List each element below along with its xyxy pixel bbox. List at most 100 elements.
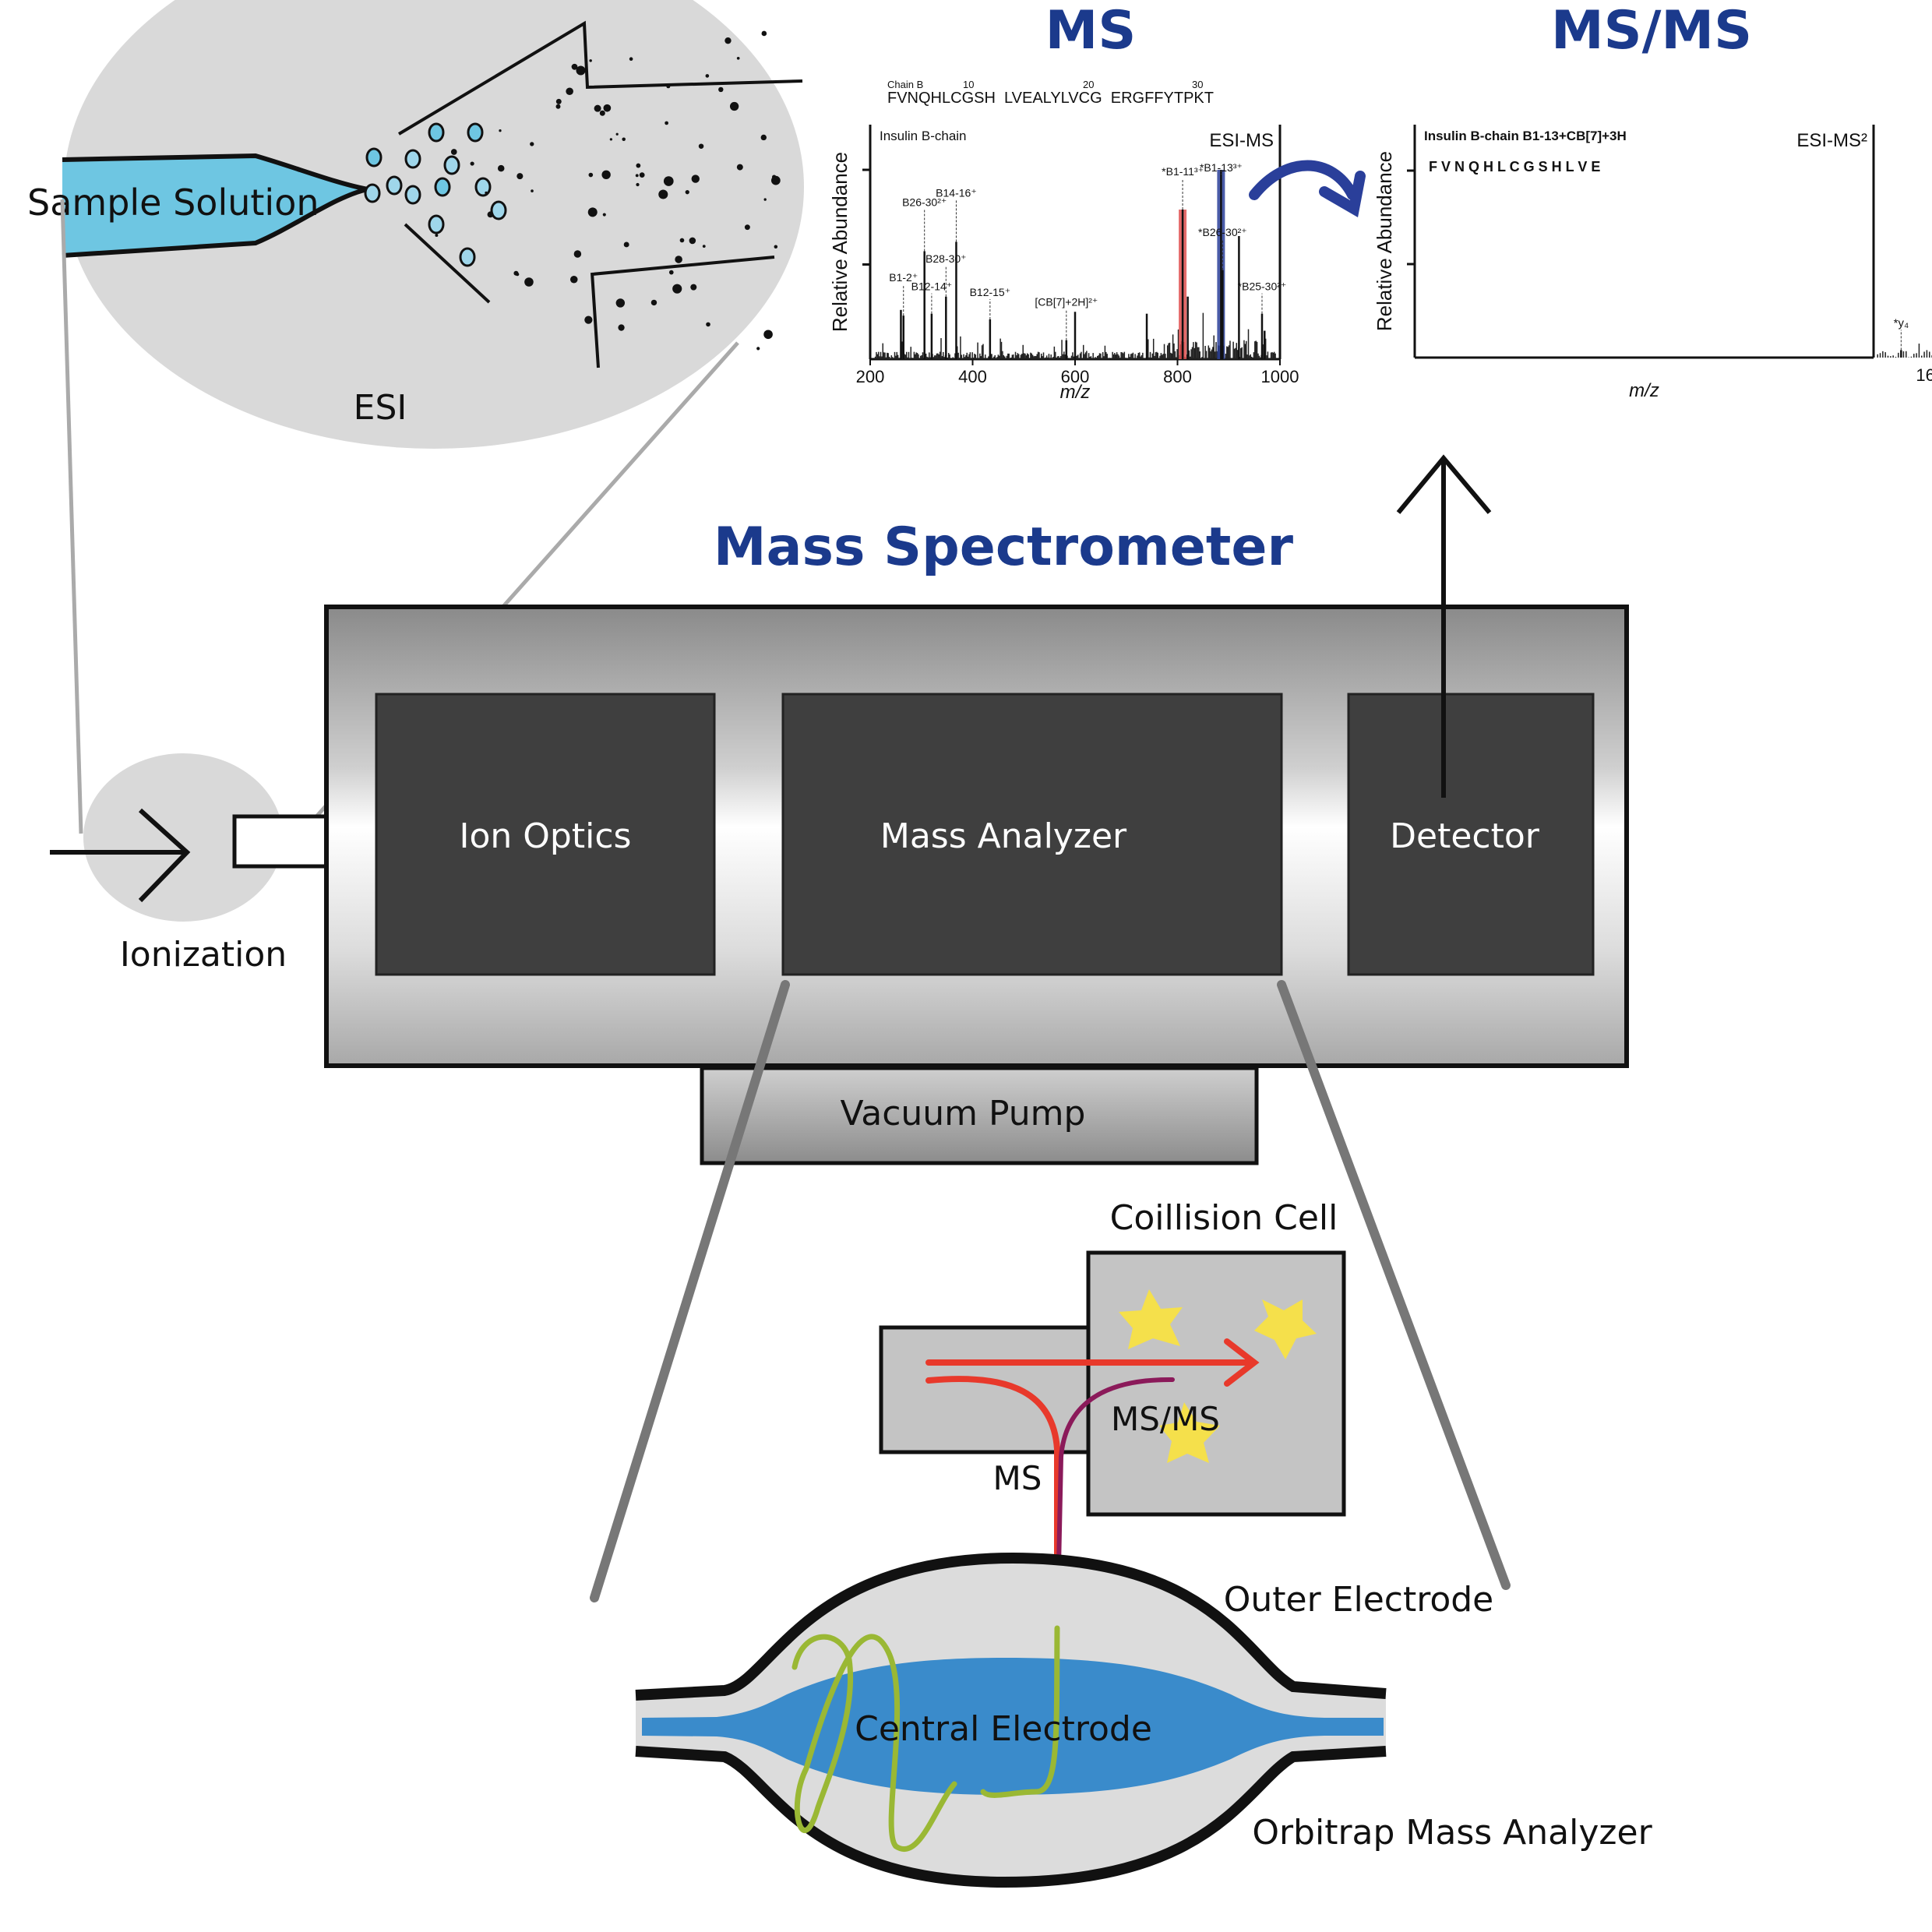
droplet: [470, 161, 474, 166]
droplet: [691, 175, 700, 183]
droplet: [485, 191, 488, 195]
msms-spectrum: 2004006008001000120014001600b₂ y₂b₃b₄y₁₀…: [1373, 125, 1932, 401]
droplet: [490, 200, 507, 220]
x-tick-label: 200: [856, 367, 885, 386]
x-axis-label: m/z: [1060, 382, 1091, 403]
x-tick-label: 400: [958, 367, 987, 386]
droplet: [467, 122, 484, 143]
droplet: [594, 104, 601, 112]
droplet: [443, 155, 460, 175]
peak-label: B14-16⁺: [936, 186, 977, 199]
mass-spectrometer: Ion Optics Mass Analyzer Detector Vacuum…: [324, 605, 1629, 1165]
droplet: [555, 104, 561, 109]
vacuum-pump: [700, 1066, 1259, 1165]
droplet: [364, 183, 381, 203]
mass-analyzer-module: [781, 693, 1283, 976]
input-arrow-icon: [50, 808, 191, 903]
droplet: [428, 214, 445, 234]
droplet: [702, 245, 706, 249]
droplet: [623, 242, 629, 248]
droplet: [428, 122, 445, 143]
droplet: [588, 172, 594, 178]
collision-cell-detail: Coillision Cell MS MS/MS: [879, 1198, 1346, 1615]
droplet: [666, 84, 671, 89]
ion-optics-module: [375, 693, 716, 976]
counter-electrode-top: [397, 20, 803, 136]
peak-label: *B1-13³⁺: [1200, 161, 1243, 174]
collision-cell-label: Coillision Cell: [1110, 1198, 1338, 1238]
msms-path-label: MS/MS: [1111, 1400, 1220, 1438]
droplet: [675, 256, 682, 263]
msms-title: MS/MS: [1551, 0, 1752, 62]
droplet: [629, 57, 633, 62]
droplet: [774, 245, 778, 249]
orbitrap-detail: Outer Electrode Central Electrode Orbitr…: [635, 1552, 1653, 1888]
droplet: [685, 190, 689, 195]
x-tick-label: 600: [1061, 367, 1090, 386]
droplet: [450, 149, 457, 155]
droplet: [761, 30, 767, 37]
capillary-wall-top: [62, 153, 368, 192]
x-tick-label: 1000: [1261, 367, 1299, 386]
peak-label: B12-15⁺: [970, 286, 1011, 298]
spectrum-subtitle: Insulin B-chain B1-13+CB[7]+3H: [1424, 129, 1627, 143]
droplet: [636, 163, 641, 168]
droplet: [756, 347, 760, 351]
droplet: [635, 174, 639, 178]
droplet: [698, 143, 704, 149]
droplet: [474, 177, 492, 197]
droplet: [615, 132, 619, 136]
ionization-label: Ionization: [120, 935, 287, 975]
droplet: [459, 247, 476, 267]
droplet: [573, 250, 582, 258]
droplet: [584, 316, 593, 324]
droplet: [566, 87, 573, 96]
y-axis-label: Relative Abundance: [828, 152, 851, 332]
droplet: [531, 189, 534, 192]
detector-label: Detector: [1390, 816, 1540, 856]
droplet: [602, 213, 606, 217]
droplet: [569, 275, 578, 284]
droplet: [587, 207, 598, 217]
esi-label: ESI: [354, 388, 407, 428]
droplet: [763, 330, 773, 340]
droplet: [524, 277, 534, 287]
droplet: [365, 147, 383, 167]
spectrum-method-label: ESI-MS: [1209, 130, 1274, 151]
droplet: [601, 170, 611, 180]
star-icon: [1119, 1289, 1183, 1349]
transfer-arrow-icon: [1249, 160, 1366, 218]
ionization-source: Ionization: [50, 753, 329, 975]
ion-inlet: [232, 814, 329, 869]
msms-ion-path: [925, 1338, 1260, 1387]
droplet: [736, 56, 740, 60]
spray-droplets: [364, 30, 781, 351]
sample-solution-label: Sample Solution: [27, 182, 319, 224]
y-axis-label: Relative Abundance: [1373, 151, 1396, 331]
droplet: [658, 189, 668, 199]
droplet: [636, 182, 640, 187]
droplet: [603, 104, 612, 112]
sample-capillary: [62, 156, 368, 256]
capillary-wall-bottom: [62, 187, 368, 258]
peptide-sequence: FVNQHLCGSH LVEALYLVCG ERGFFYTPKT: [887, 90, 1214, 107]
outer-electrode-label: Outer Electrode: [1224, 1580, 1494, 1620]
sequence-chain-label: Chain B: [887, 79, 923, 90]
droplet: [497, 164, 505, 172]
peak-label: *B25-30²⁺: [1238, 280, 1287, 293]
vacuum-pump-label: Vacuum Pump: [841, 1094, 1086, 1133]
peak-label: *B1-11³⁺: [1162, 165, 1204, 178]
ion-trajectory: [791, 1625, 1060, 1852]
droplet: [555, 98, 562, 104]
spectrum-method-label: ESI-MS²: [1796, 130, 1867, 151]
x-tick-label: 1600: [1916, 365, 1932, 385]
droplet: [571, 63, 578, 70]
x-axis-label: m/z: [1629, 380, 1659, 401]
droplet: [487, 211, 494, 218]
droplet: [679, 238, 685, 243]
central-electrode-label: Central Electrode: [855, 1709, 1152, 1749]
droplet: [639, 172, 645, 178]
droplet: [599, 110, 605, 116]
droplet: [434, 177, 451, 197]
zoom-connector-left: [60, 199, 83, 834]
